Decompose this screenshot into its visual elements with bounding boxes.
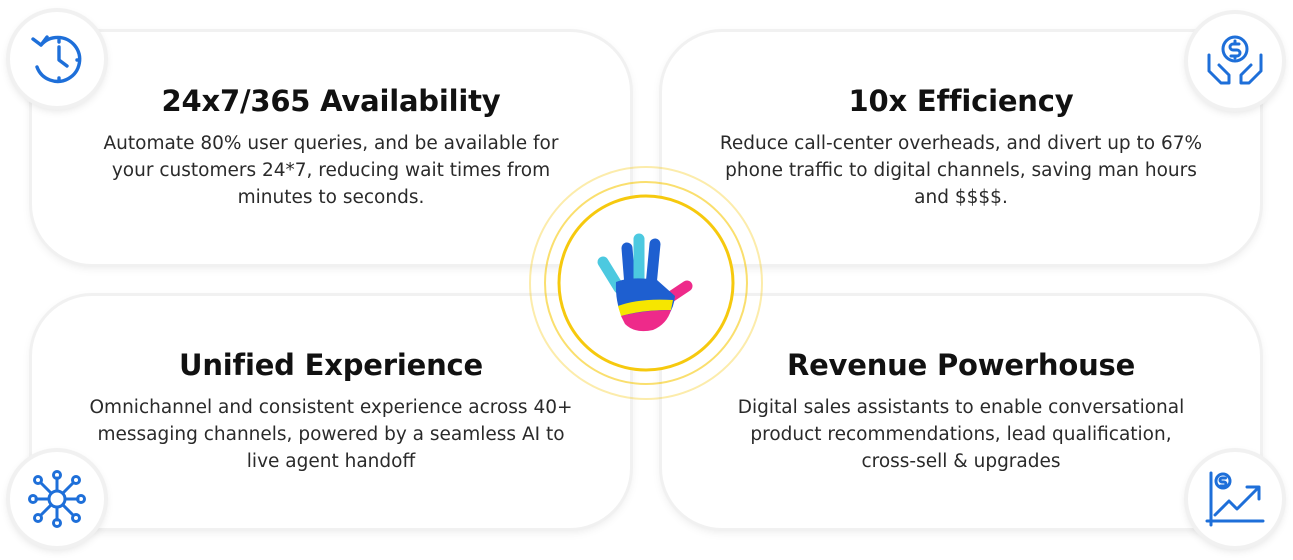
card-description: Reduce call-center overheads, and divert… bbox=[719, 133, 1203, 208]
clock-icon bbox=[31, 35, 82, 84]
money-hands-badge bbox=[1188, 14, 1282, 108]
card-title: Unified Experience bbox=[179, 348, 483, 382]
card-title: Revenue Powerhouse bbox=[786, 348, 1136, 382]
card-title: 10x Efficiency bbox=[848, 84, 1074, 118]
feature-card-unified-experience: Unified Experience Omnichannel and consi… bbox=[32, 296, 630, 528]
card-description: Omnichannel and consistent experience ac… bbox=[89, 397, 573, 472]
growth-chart-icon bbox=[1205, 471, 1265, 527]
clock-badge bbox=[10, 12, 104, 106]
hand-logo-icon bbox=[529, 166, 763, 400]
card-title: 24x7/365 Availability bbox=[161, 84, 501, 118]
card-description: Automate 80% user queries, and be availa… bbox=[103, 133, 559, 208]
feature-card-efficiency: 10x Efficiency Reduce call-center overhe… bbox=[662, 32, 1260, 264]
growth-chart-badge bbox=[1188, 452, 1282, 546]
card-description: Digital sales assistants to enable conve… bbox=[737, 397, 1185, 472]
network-badge bbox=[10, 452, 104, 546]
feature-card-availability: 24x7/365 Availability Automate 80% user … bbox=[32, 32, 630, 264]
network-icon bbox=[28, 470, 86, 528]
money-hands-icon bbox=[1207, 35, 1263, 85]
feature-card-revenue: Revenue Powerhouse Digital sales assista… bbox=[662, 296, 1260, 528]
